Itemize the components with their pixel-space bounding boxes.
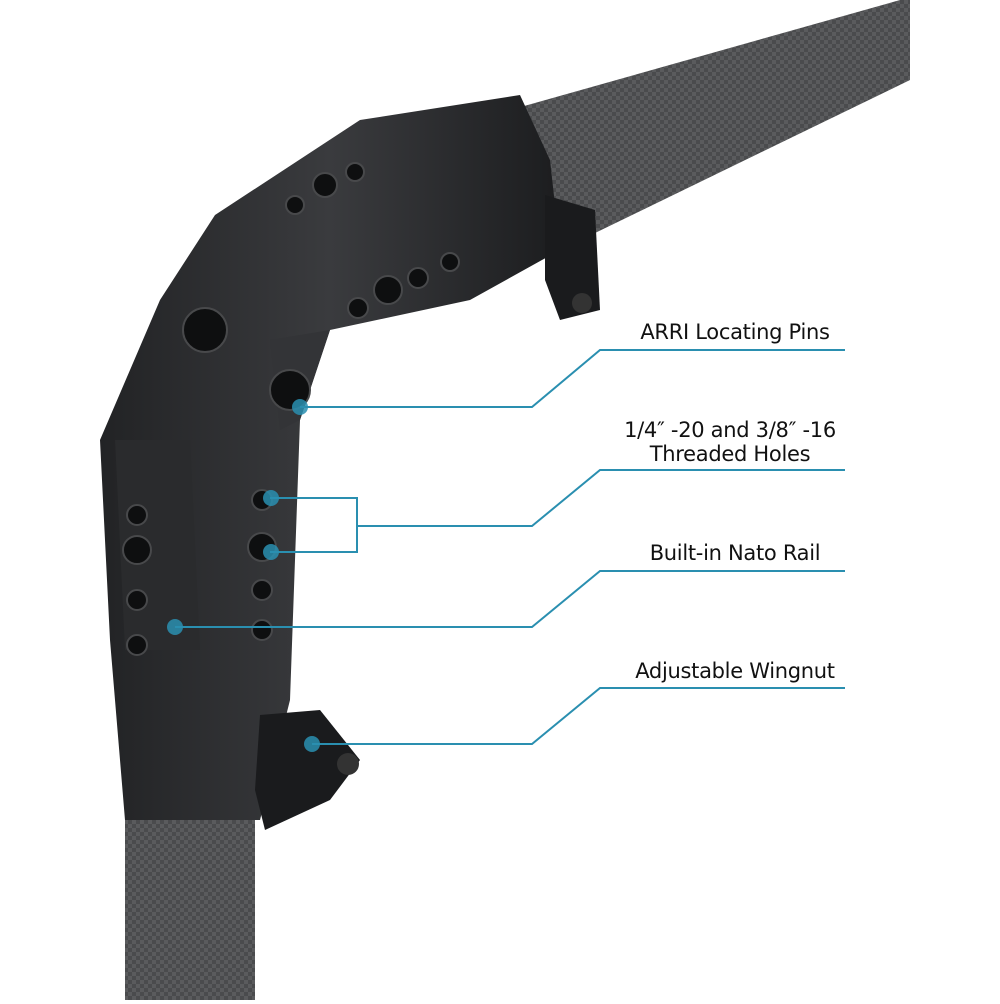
lower-wingnut bbox=[255, 710, 360, 830]
callout-threaded-holes-line1: 1/4″ -20 and 3/8″ -16 bbox=[624, 418, 836, 442]
upper-carbon-rod bbox=[510, 0, 910, 250]
callout-dots bbox=[167, 399, 320, 752]
callout-lines bbox=[175, 349, 845, 745]
callout-arri-locating-pins: ARRI Locating Pins bbox=[640, 320, 830, 344]
callout-line-wingnut bbox=[312, 687, 845, 745]
callout-threaded-holes-line2: Threaded Holes bbox=[649, 442, 811, 466]
callout-adjustable-wingnut: Adjustable Wingnut bbox=[635, 659, 835, 683]
callout-line-arri bbox=[300, 349, 845, 408]
upper-wingnut bbox=[545, 195, 600, 320]
callout-nato-rail: Built-in Nato Rail bbox=[649, 541, 821, 565]
connector-body bbox=[100, 95, 560, 820]
lower-carbon-rod bbox=[125, 805, 255, 1000]
callout-line-nato bbox=[175, 570, 845, 628]
threaded-holes bbox=[122, 162, 460, 656]
